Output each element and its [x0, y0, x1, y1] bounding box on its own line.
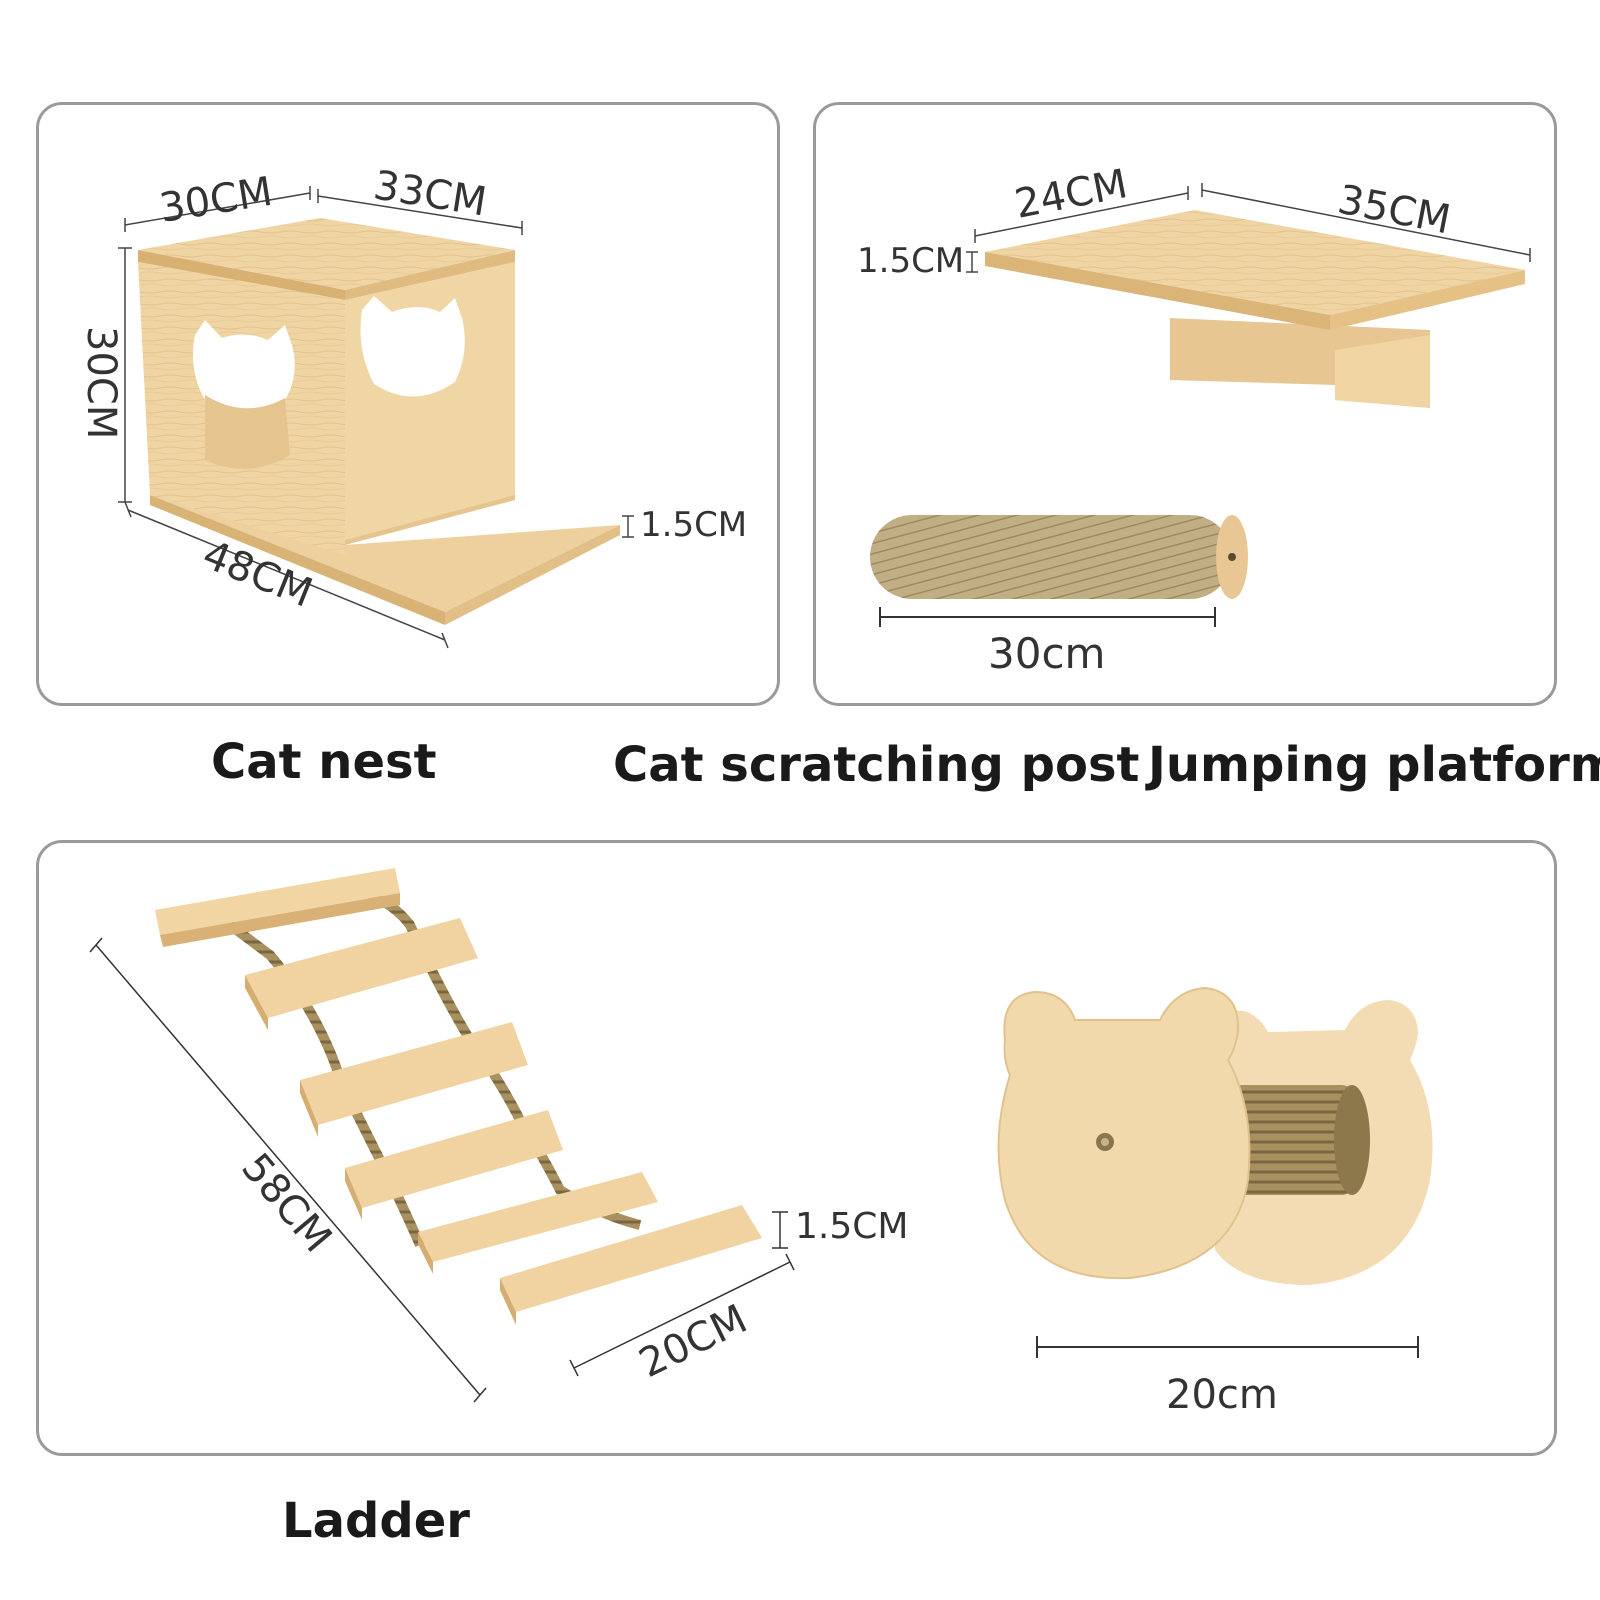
- nest-dimension-lines: [118, 186, 634, 649]
- platform-post-panel: [813, 102, 1557, 706]
- platform-thickness-label: 1.5CM: [857, 241, 964, 281]
- platform-width-label: 35CM: [1334, 177, 1454, 244]
- post-dimension-line: [879, 607, 1216, 627]
- caption-cat-nest: Cat nest: [211, 734, 437, 790]
- bear-width-label: 20cm: [1166, 1372, 1278, 1418]
- bear-scratcher-illustration: [997, 986, 1433, 1285]
- nest-thickness-label: 1.5CM: [640, 505, 747, 545]
- nest-width-label: 30CM: [156, 169, 275, 232]
- cat-nest-illustration: [138, 218, 620, 625]
- caption-scratching-post: Cat scratching post: [613, 737, 1140, 793]
- post-length-label: 30cm: [988, 629, 1105, 678]
- platform-dimension-lines: [966, 183, 1531, 273]
- bear-dimension-line: [1036, 1336, 1419, 1358]
- ladder-dimension-lines: [89, 937, 795, 1403]
- scratching-post-illustration: [870, 515, 1248, 599]
- caption-jumping-platform: Jumping platform: [1148, 737, 1600, 793]
- caption-ladder: Ladder: [282, 1493, 470, 1549]
- ladder-length-label: 58CM: [232, 1145, 340, 1261]
- ladder-thickness-label: 1.5CM: [795, 1206, 908, 1247]
- platform-depth-label: 24CM: [1011, 161, 1131, 228]
- nest-height-label: 30CM: [78, 326, 124, 439]
- nest-depth-label: 33CM: [370, 162, 489, 225]
- jumping-platform-illustration: [985, 210, 1525, 408]
- ladder-illustration: [155, 868, 762, 1325]
